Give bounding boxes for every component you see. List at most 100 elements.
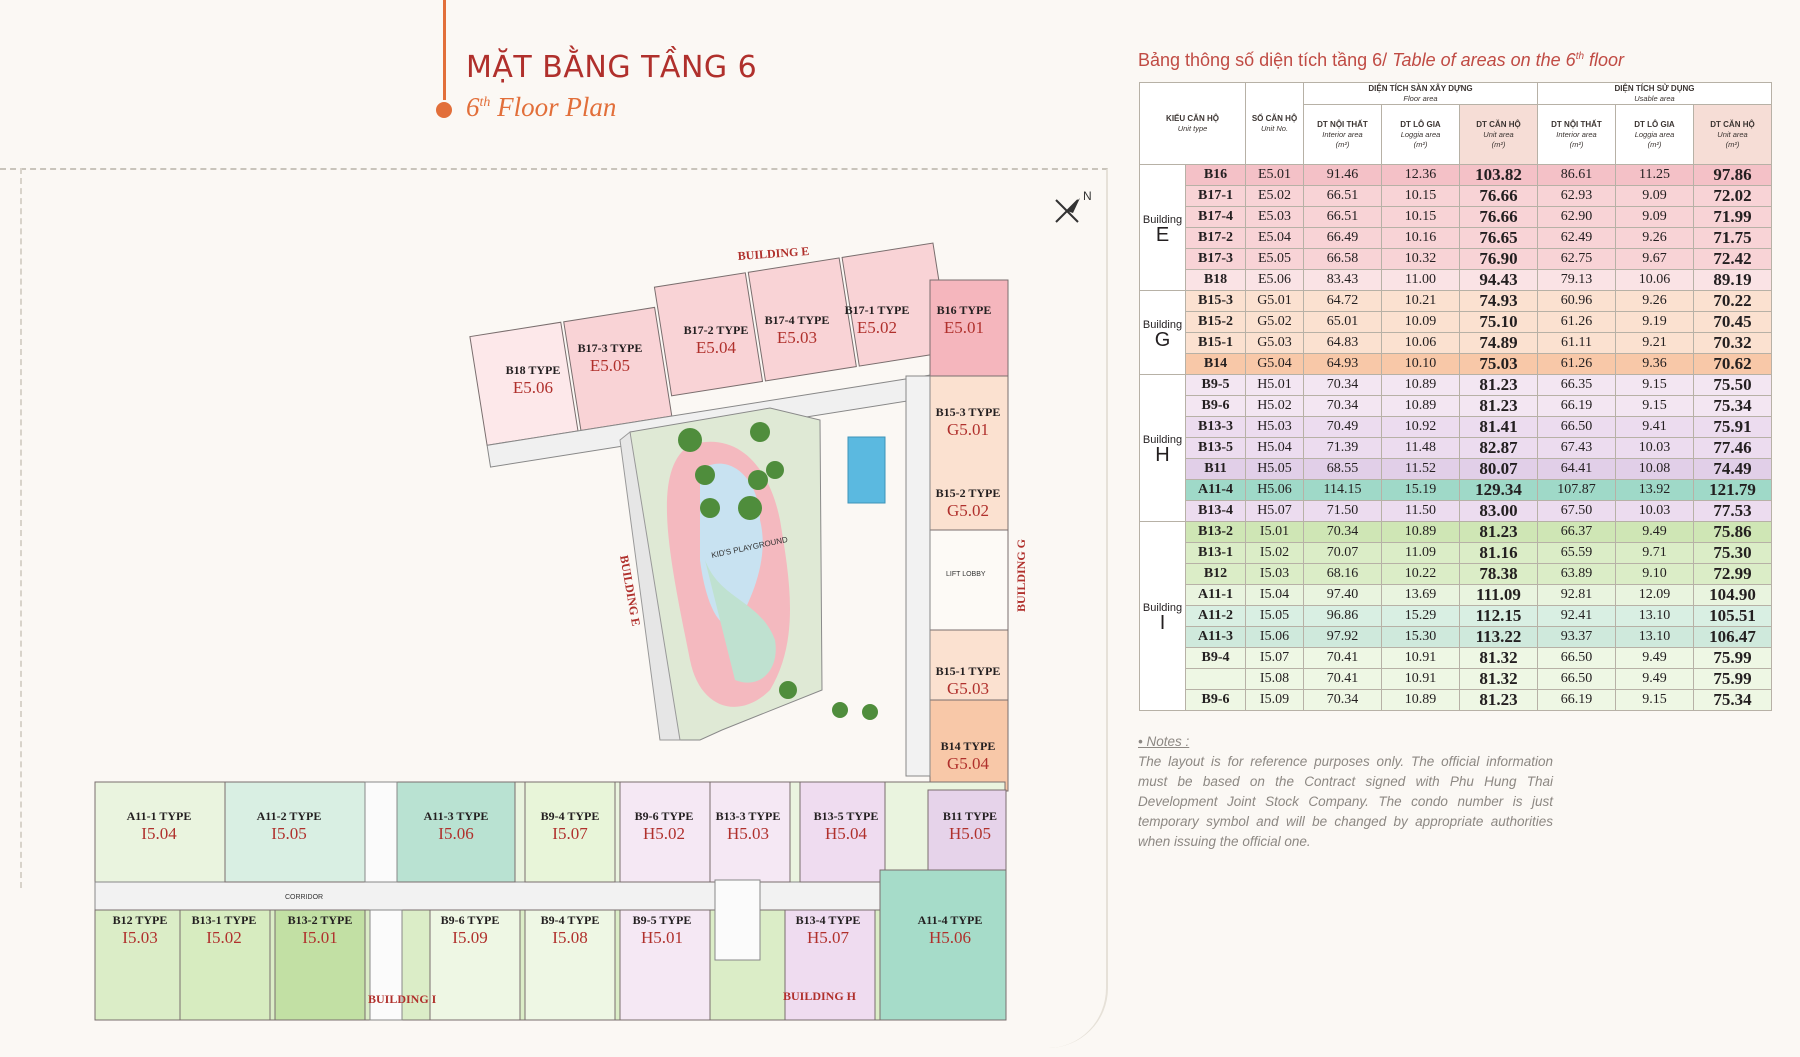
cell-no: I5.03 <box>1245 563 1304 585</box>
cell-fu: 81.32 <box>1459 647 1538 669</box>
th-unit-no-vi: SỐ CĂN HỘ <box>1251 113 1298 123</box>
th-f-interior-unit: (m²) <box>1335 139 1350 149</box>
plan-unit-number: I5.03 <box>122 928 157 947</box>
cell-type: B17-2 <box>1185 227 1246 249</box>
cell-ui: 61.11 <box>1537 332 1616 354</box>
cell-no: E5.05 <box>1245 248 1304 270</box>
cell-fi: 65.01 <box>1303 311 1382 333</box>
cell-fl: 10.89 <box>1381 395 1460 417</box>
cell-no: E5.03 <box>1245 206 1304 228</box>
cell-fi: 70.41 <box>1303 647 1382 669</box>
cell-ul: 9.15 <box>1615 689 1694 711</box>
cell-fl: 11.52 <box>1381 458 1460 480</box>
cell-fu: 81.16 <box>1459 542 1538 564</box>
cell-ui: 66.35 <box>1537 374 1616 396</box>
plan-unit-type: B9-6 TYPE <box>441 913 500 927</box>
cell-no: H5.07 <box>1245 500 1304 522</box>
plan-unit-number: G5.01 <box>947 420 989 439</box>
label-building-h: BUILDING H <box>783 989 857 1003</box>
unit-i508 <box>524 909 616 1021</box>
cell-type: B13-3 <box>1185 416 1246 438</box>
cell-no: I5.06 <box>1245 626 1304 648</box>
table-title-en: Table of areas on the 6th floor <box>1392 50 1624 70</box>
cell-ui: 86.61 <box>1537 164 1616 186</box>
plan-frame <box>0 168 1108 1048</box>
cell-no: E5.04 <box>1245 227 1304 249</box>
cell-fl: 10.09 <box>1381 311 1460 333</box>
th-u-loggia-en: Loggia area <box>1634 129 1675 139</box>
cell-no: I5.08 <box>1245 668 1304 690</box>
plan-unit-type: A11-1 TYPE <box>127 809 192 823</box>
cell-fu: 94.43 <box>1459 269 1538 291</box>
cell-ul: 13.92 <box>1615 479 1694 501</box>
building-word: Building <box>1142 602 1183 614</box>
unit-h504 <box>799 781 886 883</box>
cell-ui: 92.41 <box>1537 605 1616 627</box>
unit-g504 <box>929 699 1009 792</box>
cell-ui: 65.59 <box>1537 542 1616 564</box>
plan-unit-type: B13-1 TYPE <box>192 913 257 927</box>
plan-unit-type: B13-4 TYPE <box>796 913 861 927</box>
cell-fl: 11.48 <box>1381 437 1460 459</box>
cell-no: H5.05 <box>1245 458 1304 480</box>
plan-unit-number: I5.09 <box>452 928 487 947</box>
cell-fi: 64.72 <box>1303 290 1382 312</box>
plan-unit-type: B13-5 TYPE <box>814 809 879 823</box>
cell-ul: 9.19 <box>1615 311 1694 333</box>
unit-i502 <box>179 909 271 1021</box>
cell-type: B13-4 <box>1185 500 1246 522</box>
th-unit-no-en: Unit No. <box>1260 123 1289 133</box>
cell-ui: 62.90 <box>1537 206 1616 228</box>
table-title-en-prefix: Table of areas on the 6 <box>1392 50 1576 70</box>
cell-fl: 10.21 <box>1381 290 1460 312</box>
th-unit-type-en: Unit type <box>1177 123 1208 133</box>
subtitle-prefix: 6 <box>466 92 480 122</box>
cell-fl: 10.89 <box>1381 374 1460 396</box>
th-f-unitarea-en: Unit area <box>1483 129 1514 139</box>
cell-fi: 66.51 <box>1303 206 1382 228</box>
cell-fi: 66.49 <box>1303 227 1382 249</box>
cell-type: B17-1 <box>1185 185 1246 207</box>
cell-ul: 10.03 <box>1615 500 1694 522</box>
plan-unit-number: I5.01 <box>302 928 337 947</box>
lift-core-i2 <box>369 909 403 1021</box>
cell-uu: 72.99 <box>1693 563 1772 585</box>
plan-unit-number: G5.03 <box>947 679 989 698</box>
cell-fi: 114.15 <box>1303 479 1382 501</box>
cell-fu: 81.23 <box>1459 689 1538 711</box>
plan-unit-type: B16 TYPE <box>937 303 992 317</box>
cell-uu: 74.49 <box>1693 458 1772 480</box>
cell-fi: 64.83 <box>1303 332 1382 354</box>
cell-fl: 10.89 <box>1381 521 1460 543</box>
compass-icon <box>1055 198 1080 223</box>
plan-unit-type: B13-3 TYPE <box>716 809 781 823</box>
lift-core-i1 <box>364 781 398 883</box>
cell-ui: 61.26 <box>1537 311 1616 333</box>
th-u-unitarea-vi: DT CĂN HỘ <box>1710 119 1755 129</box>
cell-uu: 71.99 <box>1693 206 1772 228</box>
label-building-g: BUILDING G <box>1014 539 1028 612</box>
cell-ul: 9.26 <box>1615 290 1694 312</box>
cell-ul: 9.49 <box>1615 647 1694 669</box>
cell-fu: 76.90 <box>1459 248 1538 270</box>
cell-ui: 67.43 <box>1537 437 1616 459</box>
cell-ul: 9.36 <box>1615 353 1694 375</box>
cell-no: I5.01 <box>1245 521 1304 543</box>
cell-ul: 9.15 <box>1615 395 1694 417</box>
plan-unit-number: E5.06 <box>513 378 553 397</box>
th-f-loggia-unit: (m²) <box>1413 139 1428 149</box>
cell-type: A11-1 <box>1185 584 1246 606</box>
unit-i505 <box>224 781 366 883</box>
lift-lobby-label: LIFT LOBBY <box>946 571 986 578</box>
